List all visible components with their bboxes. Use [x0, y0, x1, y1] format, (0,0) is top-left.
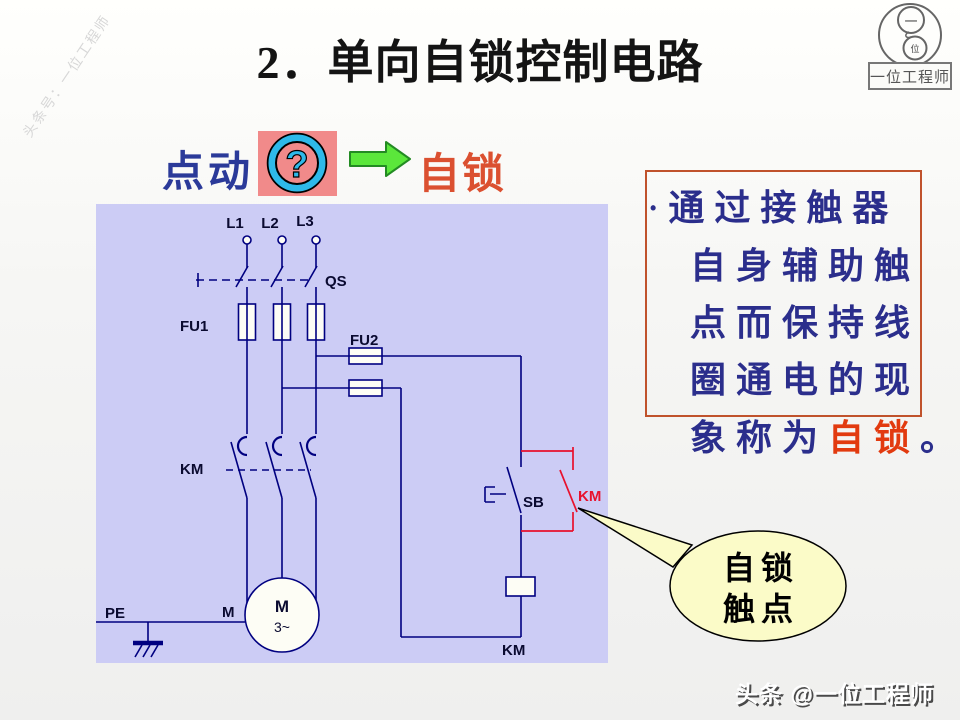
callout-line-2: 触点 [723, 591, 799, 627]
selflock-label: 自锁 [418, 152, 507, 198]
label-m: M [222, 604, 235, 621]
note-line-1: • 通过接触器 [650, 188, 898, 228]
power-wiring [96, 235, 522, 658]
terminal-l2 [277, 235, 287, 245]
selflock-callout: 自锁 触点 [577, 507, 847, 642]
logo-label: 一位工程师 [870, 69, 950, 86]
note-border-box [645, 170, 922, 417]
circuit-labels: L1 L2 L3 QS FU1 FU2 KM SB KM KM PE M M 3… [105, 213, 601, 659]
qs-blades [235, 265, 318, 288]
note-line-5-prefix: 象称为 [690, 417, 829, 458]
bullet-icon: • [650, 198, 657, 218]
logo-top-circle [897, 6, 925, 34]
terminal-l3 [311, 235, 321, 245]
label-km-aux: KM [578, 488, 601, 505]
right-arrow-icon [349, 141, 411, 177]
sb-actuator [484, 486, 506, 503]
label-km-coil: KM [502, 642, 525, 659]
km-aux-contact [521, 447, 578, 532]
label-fu2: FU2 [350, 332, 378, 349]
callout-line-1: 自锁 [723, 550, 799, 586]
note-line-1-text: 通过接触器 [668, 187, 899, 228]
terminal-l1 [242, 235, 252, 245]
circuit-diagram: L1 L2 L3 QS FU1 FU2 KM SB KM KM PE M M 3… [96, 204, 608, 663]
label-pe: PE [105, 605, 125, 622]
note-line-5-highlight: 自锁 [828, 417, 921, 458]
label-l3: L3 [296, 213, 314, 230]
page-title: 2．单向自锁控制电路 [256, 37, 704, 88]
note-line-5: 象称为自锁。 [690, 418, 960, 458]
label-sb: SB [523, 494, 544, 511]
label-km-main: KM [180, 461, 203, 478]
logo-box [868, 62, 952, 90]
callout-bubble [669, 530, 847, 642]
km-aux-blade [559, 469, 578, 513]
label-fu1: FU1 [180, 318, 208, 335]
note-line-5-suffix: 。 [920, 417, 960, 458]
label-l2: L2 [261, 215, 279, 232]
label-motor-m: M [275, 597, 289, 616]
logo-top-char: 一 [904, 14, 917, 29]
note-line-2: 自身辅助触 [690, 245, 921, 286]
svg-text:?: ? [285, 144, 308, 186]
label-motor-3ph: 3~ [274, 619, 290, 635]
label-l1: L1 [226, 215, 244, 232]
logo-bottom-circle [902, 35, 928, 61]
callout-tail [577, 507, 694, 568]
question-mark-icon: ? [258, 131, 337, 196]
km-coil [505, 576, 536, 597]
sb-pushbutton [506, 466, 522, 577]
note-line-3: 点而保持线 [690, 302, 921, 343]
note-line-4: 圈通电的现 [690, 359, 921, 400]
watermark-bottom: 头条 @一位工程师 [735, 681, 934, 707]
logo-bottom-char: 位 [910, 43, 919, 54]
motor-symbol [244, 577, 320, 653]
earth-hatches [134, 644, 159, 658]
label-qs: QS [325, 273, 347, 290]
jog-label: 点动 [162, 150, 255, 196]
engineer-logo: 一 位 一位工程师 [868, 3, 952, 90]
